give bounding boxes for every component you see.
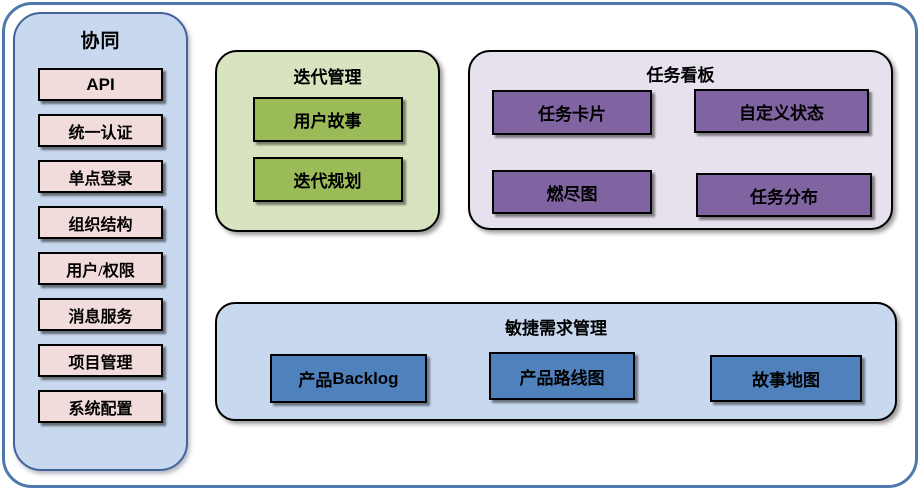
sidebar-item-message-service-label: 消息服务 (68, 308, 133, 326)
sidebar-item-unified-auth: 统一认证 (38, 114, 163, 147)
collaboration-panel: 协同 API 统一认证 单点登录 组织结构 用户/权限 消息服务 项目管理 (13, 12, 188, 471)
sidebar-item-users-permissions: 用户/权限 (38, 252, 163, 285)
sidebar-item-sso: 单点登录 (38, 160, 163, 193)
agile-item-product-backlog-label-zh: 产品 (298, 371, 333, 390)
iteration-item-user-story: 用户故事 (252, 97, 403, 142)
sidebar-item-sso-label: 单点登录 (68, 170, 133, 188)
kanban-item-task-card-label: 任务卡片 (538, 105, 606, 124)
sidebar-item-users-permissions-label: 用户/权限 (66, 262, 135, 280)
agile-requirements-title: 敏捷需求管理 (505, 319, 607, 338)
sidebar-item-org-structure: 组织结构 (38, 206, 163, 239)
iteration-item-iteration-planning: 迭代规划 (252, 157, 403, 202)
sidebar-item-system-config-label: 系统配置 (68, 400, 133, 418)
collaboration-panel-title: 协同 (80, 31, 121, 52)
kanban-item-burndown-chart-label: 燃尽图 (546, 184, 598, 204)
kanban-item-custom-status-label: 自定义状态 (739, 103, 824, 123)
iteration-item-user-story-label: 用户故事 (293, 112, 362, 131)
sidebar-item-system-config: 系统配置 (38, 390, 163, 423)
task-kanban-panel: 任务看板 任务卡片 自定义状态 燃尽图 任务分布 (468, 50, 893, 230)
agile-item-product-backlog-label-en: Backlog (332, 368, 399, 388)
collaboration-item-list: API 统一认证 单点登录 组织结构 用户/权限 消息服务 项目管理 系统配置 (38, 68, 163, 423)
sidebar-item-api: API (38, 68, 163, 101)
kanban-item-task-distribution: 任务分布 (696, 173, 872, 217)
sidebar-item-unified-auth-label: 统一认证 (68, 124, 133, 142)
iteration-item-list: 用户故事 迭代规划 (217, 97, 438, 202)
agile-item-product-roadmap-label: 产品路线图 (519, 368, 605, 388)
kanban-item-task-card: 任务卡片 (492, 90, 652, 135)
kanban-item-task-distribution-label: 任务分布 (750, 187, 818, 207)
agile-item-story-map: 故事地图 (710, 355, 862, 402)
sidebar-item-project-management-label: 项目管理 (68, 354, 133, 372)
sidebar-item-org-structure-label: 组织结构 (68, 216, 133, 234)
task-kanban-title: 任务看板 (646, 66, 715, 85)
agile-item-product-roadmap: 产品路线图 (489, 352, 635, 400)
kanban-item-burndown-chart: 燃尽图 (492, 170, 652, 214)
iteration-item-iteration-planning-label: 迭代规划 (293, 172, 362, 191)
iteration-management-title: 迭代管理 (293, 68, 362, 87)
sidebar-item-message-service: 消息服务 (38, 298, 163, 331)
kanban-item-custom-status: 自定义状态 (694, 89, 869, 133)
agile-item-story-map-label: 故事地图 (752, 371, 820, 390)
iteration-management-panel: 迭代管理 用户故事 迭代规划 (215, 50, 440, 232)
sidebar-item-project-management: 项目管理 (38, 344, 163, 377)
sidebar-item-api-label: API (86, 74, 115, 94)
